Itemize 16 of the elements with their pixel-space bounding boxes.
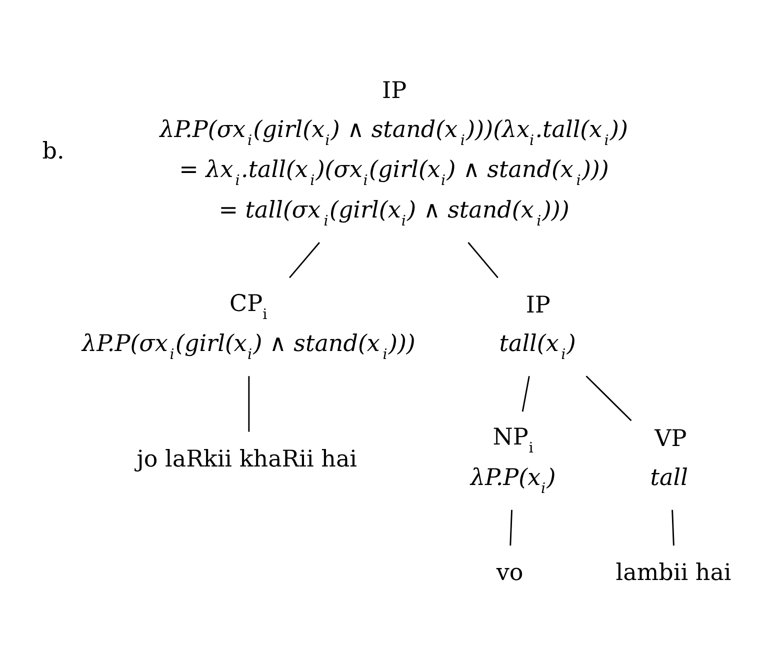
node-text: IP λP.P(σx$_{i}$(girl(x$_{i}$) ∧ stand(x$_{i}$)))(λx$_{i}$.tall(x$_{i}$)) = λx$_{i}$.tall(x$_{i}$)(σx$_{i}$(girl(x$_{i}$) ∧ stand(x$_{i}$))) = tall(σx$_{i}$(girl(x$_{i}$) ∧ stand(x$_{i}$))): [160, 77, 628, 229]
connector: [468, 242, 498, 278]
connector: [522, 375, 530, 412]
node-text: vo: [496, 559, 524, 586]
connector: [672, 509, 674, 546]
connector: [586, 375, 632, 421]
node-text: jo laRkii khaRii hai: [136, 446, 358, 472]
node-text: NP$_{i}$ λP.P(x$_{i}$): [470, 424, 556, 496]
node-text: lambii hai: [616, 559, 732, 586]
connector: [510, 509, 512, 546]
node-text: CP$_{i}$ λP.P(σx$_{i}$(girl(x$_{i}$) ∧ stand(x$_{i}$))): [82, 290, 416, 363]
label: b.: [42, 138, 64, 164]
node-text: VP tall: [650, 426, 688, 490]
connector: [248, 376, 250, 432]
connector: [289, 242, 320, 278]
node-text: IP tall(x$_{i}$): [499, 292, 576, 363]
